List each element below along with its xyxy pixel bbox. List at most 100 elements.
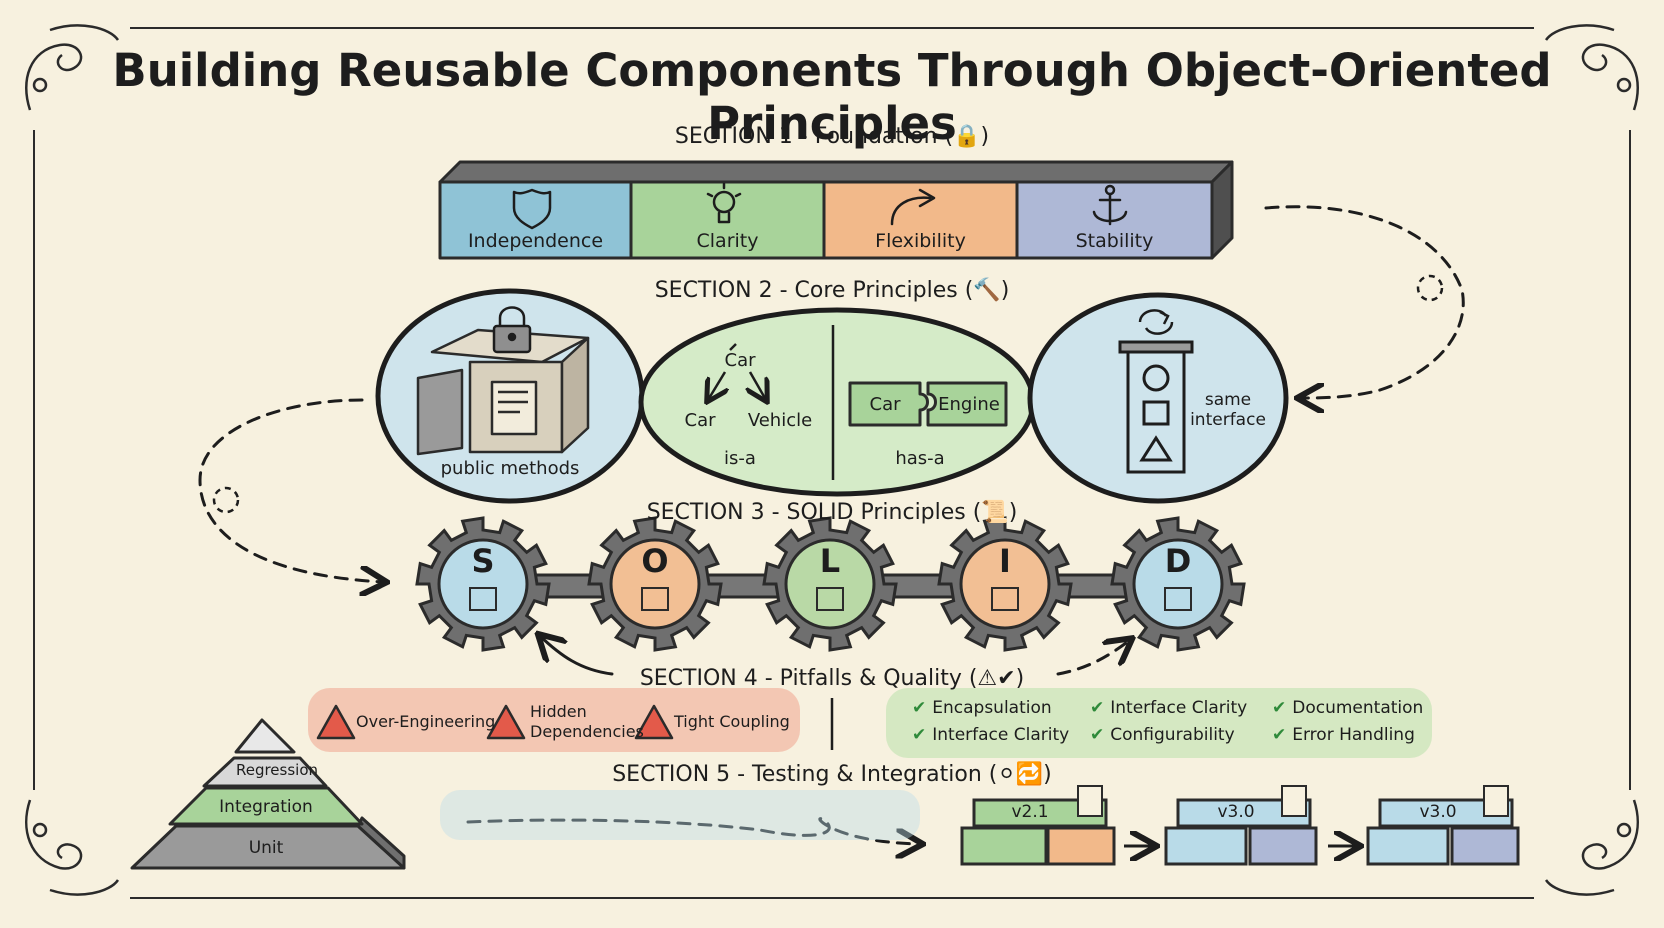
anchor-icon	[1092, 184, 1128, 226]
warning-icon	[486, 704, 526, 740]
quality-item-label: Encapsulation	[932, 698, 1052, 718]
pitfall-hidden-line2: Dependencies	[530, 722, 644, 741]
pyramid-tip	[234, 718, 296, 754]
quality-item-label: Configurability	[1110, 725, 1235, 745]
gear-face-o	[609, 538, 701, 630]
pyramid-tier-regression	[202, 756, 328, 788]
scroll-icon	[1483, 785, 1509, 817]
gear-face-i	[959, 538, 1051, 630]
corner-flourish-top-left-icon	[25, 24, 120, 111]
lightbulb-icon	[706, 182, 742, 224]
section-3-heading: SECTION 3 - SOLID Principles (📜)	[646, 500, 1018, 525]
warning-icon	[634, 704, 674, 740]
quality-item: ✔Encapsulation	[912, 698, 1052, 718]
inheritance-arrows	[708, 343, 766, 400]
pitfalls-band	[308, 688, 800, 752]
inheritance-caption: is-a	[724, 448, 756, 469]
warning-triangles	[316, 704, 674, 740]
loop-knot-right	[1416, 274, 1444, 302]
check-icon: ✔	[1272, 698, 1287, 718]
pitfall-hidden-line1: Hidden	[530, 702, 587, 721]
open-box-icon	[416, 328, 590, 456]
quality-item-label: Error Handling	[1292, 725, 1415, 745]
composition-caption: has-a	[895, 448, 945, 469]
block-label-independence: Independence	[467, 230, 604, 252]
block-label-stability: Stability	[1075, 230, 1154, 252]
corner-flourish-top-right-icon	[1544, 24, 1639, 111]
solid-letter-d: D	[1164, 542, 1192, 580]
gear-face-l	[784, 538, 876, 630]
pitfall-over-engineering: Over-Engineering	[356, 712, 496, 731]
padlock-icon	[492, 306, 532, 354]
quality-band	[886, 688, 1432, 758]
connector-bottom	[466, 817, 920, 844]
gear-face-s	[437, 538, 529, 630]
check-icon: ✔	[912, 698, 927, 718]
page-frame	[25, 24, 1639, 899]
puzzle-pieces-icon	[848, 381, 1008, 427]
section-5-heading: SECTION 5 - Testing & Integration (⚪🔁)	[612, 762, 1052, 787]
testing-wash	[440, 790, 920, 840]
check-icon: ✔	[1090, 725, 1105, 745]
shield-icon	[512, 188, 552, 230]
swap-arrows-icon	[816, 587, 844, 611]
version-label-2: v3.0	[1217, 802, 1255, 822]
solid-letter-s: S	[471, 542, 495, 580]
check-icon: ✔	[1090, 698, 1105, 718]
scroll-icon	[1281, 785, 1307, 817]
bridge-icon	[1164, 587, 1192, 611]
solid-letter-i: I	[999, 542, 1011, 580]
quality-item-label: Interface Clarity	[932, 725, 1070, 745]
loop-knot-left	[212, 486, 240, 514]
plug-icon	[641, 587, 669, 611]
connector-right	[1264, 205, 1465, 398]
quality-item: ✔Documentation	[1272, 698, 1423, 718]
section-1-heading: SECTION 1 - Foundation (🔒)	[674, 124, 990, 149]
connector-pitfalls-left	[540, 636, 614, 676]
section-2-heading: SECTION 2 - Core Principles (🔨)	[654, 278, 1010, 303]
quality-item-label: Interface Clarity	[1110, 698, 1248, 718]
connector-left	[198, 398, 384, 582]
check-icon: ✔	[912, 725, 927, 745]
corner-flourish-bottom-right-icon	[1544, 799, 1639, 896]
shape-stack-icon	[1118, 340, 1194, 474]
version-label-1: v2.1	[1011, 802, 1049, 822]
block-label-clarity: Clarity	[696, 230, 759, 252]
composition-right-label: Engine	[938, 394, 1000, 415]
inheritance-child-right-label: Vehicle	[747, 410, 813, 431]
document-icon	[469, 587, 497, 611]
connector-pitfalls-right	[1056, 640, 1130, 676]
quality-item: ✔Interface Clarity	[912, 725, 1069, 745]
scroll-icon	[1077, 785, 1103, 817]
quality-item-label: Documentation	[1292, 698, 1424, 718]
corner-flourish-bottom-left-icon	[25, 799, 120, 896]
version-stacks	[960, 798, 1520, 866]
page-title: Building Reusable Components Through Obj…	[112, 44, 1552, 150]
version-label-3: v3.0	[1419, 802, 1457, 822]
solid-gears	[415, 516, 1246, 652]
section-4-heading: SECTION 4 - Pitfalls & Quality (⚠✔)	[639, 666, 1025, 691]
pyramid-tier-integration	[168, 786, 364, 826]
quality-item: ✔Configurability	[1090, 725, 1235, 745]
flow-connectors	[198, 205, 1465, 844]
pyramid-label-integration: Integration	[219, 797, 313, 817]
polymorphism-label-line2: interface	[1190, 410, 1266, 430]
check-icon: ✔	[1272, 725, 1287, 745]
curved-arrow-icon	[890, 188, 936, 226]
pitfall-tight-coupling: Tight Coupling	[674, 712, 790, 731]
solid-letter-o: O	[641, 542, 669, 580]
polymorphism-label-line1: same	[1204, 390, 1252, 410]
quality-item: ✔Interface Clarity	[1090, 698, 1247, 718]
warning-icon	[316, 704, 356, 740]
inheritance-parent-label: Car	[724, 350, 756, 371]
block-label-flexibility: Flexibility	[875, 230, 966, 252]
interface-panels-icon	[991, 587, 1019, 611]
scroll-icons	[1077, 785, 1509, 817]
refresh-cycle-icon	[1138, 309, 1174, 335]
gear-face-d	[1132, 538, 1224, 630]
pyramid-label-regression: Regression	[235, 761, 319, 779]
foundation-blocks	[438, 160, 1234, 260]
solid-letter-l: L	[819, 542, 841, 580]
